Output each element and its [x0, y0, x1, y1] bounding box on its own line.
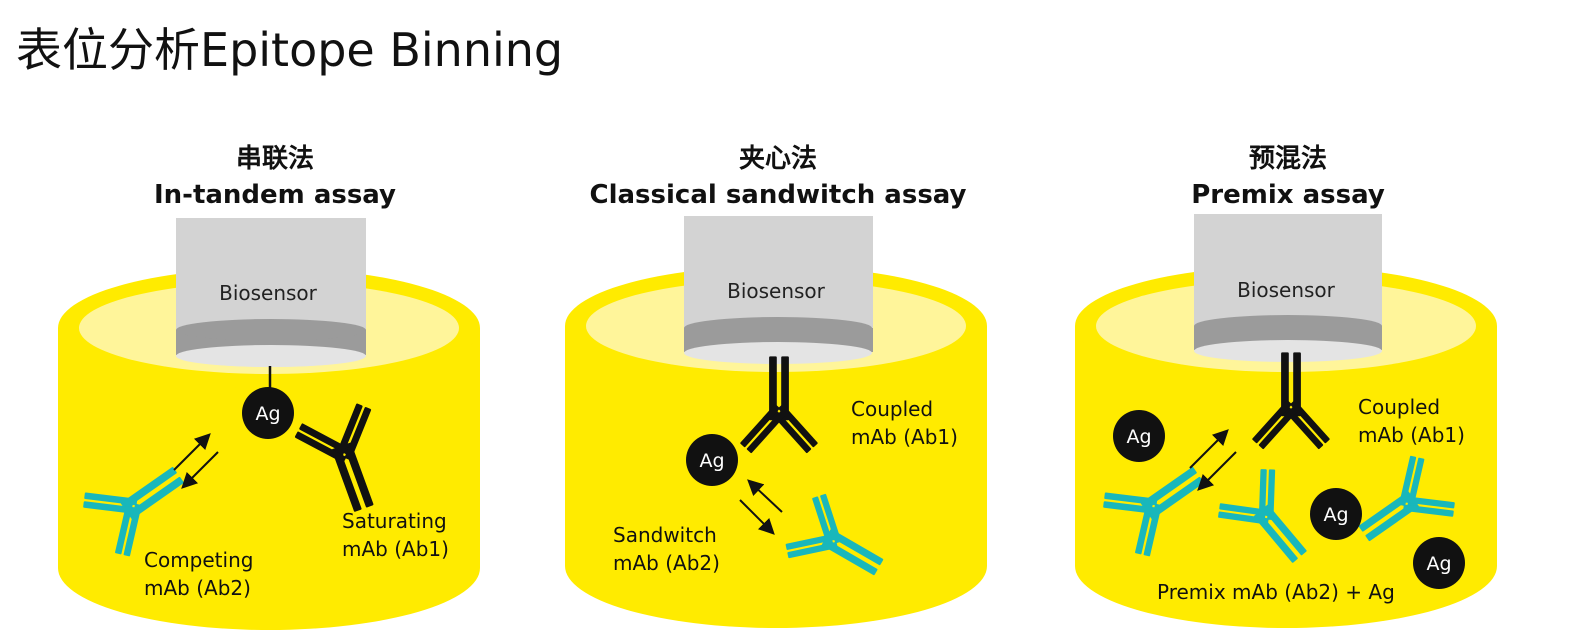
panel-heading-en: In-tandem assay [154, 180, 396, 210]
coupled-label-line1: Coupled [1358, 395, 1440, 419]
panel-in-tandem: 串联法 In-tandem assay Biosensor Ag S [58, 144, 480, 630]
antigen: Ag [242, 387, 294, 439]
coupled-label-line2: mAb (Ab1) [851, 425, 958, 449]
panel-heading-en: Classical sandwitch assay [590, 180, 967, 210]
equilibrium-arrows [173, 433, 219, 489]
coupled-label-line2: mAb (Ab1) [1358, 423, 1465, 447]
premix-complex-2: Ag Ag [1310, 449, 1465, 589]
competing-label-line2: mAb (Ab2) [144, 576, 251, 600]
antigen [1413, 537, 1465, 589]
premix-label: Premix mAb (Ab2) + Ag [1157, 580, 1395, 604]
biosensor-label: Biosensor [727, 279, 826, 303]
sandwich-label-line1: Sandwitch [613, 523, 717, 547]
panel-heading-cn: 串联法 [236, 144, 314, 174]
page-title: 表位分析Epitope Binning [16, 23, 564, 77]
equilibrium-arrows [739, 479, 783, 535]
svg-text:Ag: Ag [1426, 553, 1451, 575]
antigen [1113, 410, 1165, 462]
svg-text:Ag: Ag [255, 403, 280, 425]
equilibrium-arrows [1189, 429, 1237, 491]
panel-heading-cn: 预混法 [1249, 144, 1327, 174]
svg-text:Ag: Ag [1323, 504, 1348, 526]
premix-complex-1: Ag [1096, 410, 1221, 563]
panel-premix: 预混法 Premix assay Biosensor Ag Ag Ag [1075, 144, 1497, 628]
biosensor: Biosensor [176, 218, 366, 367]
panel-heading-cn: 夹心法 [739, 144, 817, 174]
saturating-label-line2: mAb (Ab1) [342, 537, 449, 561]
saturating-label-line1: Saturating [342, 509, 447, 533]
antigen: Ag [686, 434, 738, 486]
sandwich-label-line2: mAb (Ab2) [613, 551, 720, 575]
biosensor: Biosensor [1194, 214, 1382, 362]
panel-sandwich: 夹心法 Classical sandwitch assay Biosensor … [565, 144, 987, 628]
svg-text:Ag: Ag [699, 450, 724, 472]
competing-label-line1: Competing [144, 548, 253, 572]
biosensor-label: Biosensor [1237, 278, 1336, 302]
biosensor: Biosensor [684, 216, 873, 364]
biosensor-label: Biosensor [219, 281, 318, 305]
svg-text:Ag: Ag [1126, 426, 1151, 448]
coupled-label-line1: Coupled [851, 397, 933, 421]
antigen [1310, 488, 1362, 540]
panel-heading-en: Premix assay [1191, 180, 1385, 210]
